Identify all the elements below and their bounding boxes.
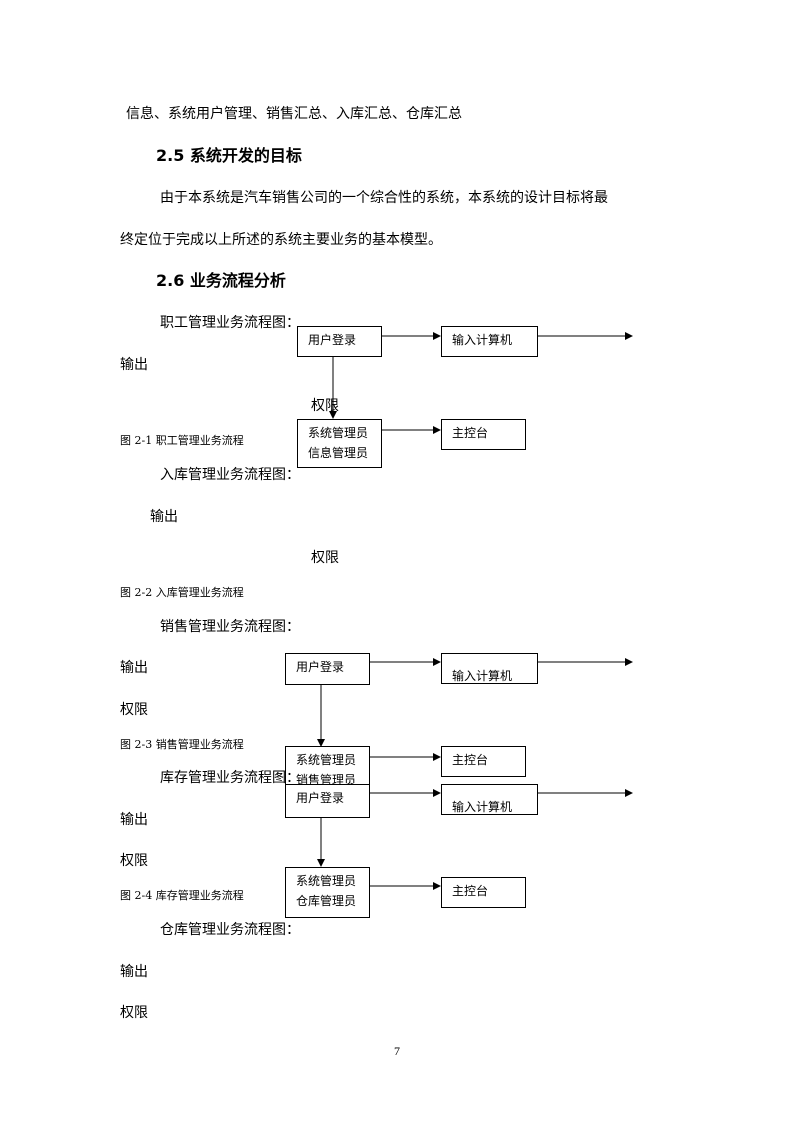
inventory-permission-label: 权限	[120, 853, 148, 869]
intro-line: 信息、系统用户管理、销售汇总、入库汇总、仓库汇总	[126, 106, 462, 122]
staff-flow-title: 职工管理业务流程图：	[160, 315, 300, 331]
input-computer-box: 输入计算机	[441, 326, 538, 357]
user-login-box: 用户登录	[297, 326, 382, 357]
staff-permission-label: 权限	[311, 398, 339, 414]
staff-output-label: 输出	[120, 357, 148, 373]
instock-permission-label: 权限	[311, 550, 339, 566]
page-number: 7	[394, 1044, 400, 1058]
input-computer-box: 输入计算机	[441, 653, 538, 684]
instock-output-label: 输出	[150, 509, 178, 525]
instock-flow-title: 入库管理业务流程图：	[160, 467, 300, 483]
admin-box: 系统管理员 销售管理员	[285, 746, 370, 785]
figure-2-3-caption: 图 2-3 销售管理业务流程	[120, 738, 244, 751]
inventory-flow-title: 库存管理业务流程图：	[160, 770, 300, 786]
info-admin-label: 信息管理员	[308, 446, 369, 460]
user-login-box: 用户登录	[285, 653, 370, 685]
sales-flow-title: 销售管理业务流程图：	[160, 619, 300, 635]
warehouse-flow-title: 仓库管理业务流程图：	[160, 922, 300, 938]
paragraph-line-2: 终定位于完成以上所述的系统主要业务的基本模型。	[120, 232, 442, 248]
inventory-output-label: 输出	[120, 812, 148, 828]
sales-permission-label: 权限	[120, 702, 148, 718]
console-box: 主控台	[441, 746, 526, 777]
paragraph-line-1: 由于本系统是汽车销售公司的一个综合性的系统，本系统的设计目标将最	[160, 190, 608, 206]
figure-2-4-caption: 图 2-4 库存管理业务流程	[120, 889, 244, 902]
input-computer-box: 输入计算机	[441, 784, 538, 815]
console-box: 主控台	[441, 877, 526, 908]
section-2-6-heading: 2.6 业务流程分析	[156, 271, 286, 290]
system-admin-label: 系统管理员	[296, 874, 357, 888]
sales-admin-label: 销售管理员	[296, 773, 357, 785]
console-box: 主控台	[441, 419, 526, 450]
system-admin-label: 系统管理员	[296, 753, 357, 767]
warehouse-output-label: 输出	[120, 964, 148, 980]
warehouse-admin-label: 仓库管理员	[296, 894, 357, 908]
figure-2-2-caption: 图 2-2 入库管理业务流程	[120, 586, 244, 599]
user-login-box: 用户登录	[285, 784, 370, 818]
section-2-5-heading: 2.5 系统开发的目标	[156, 146, 302, 165]
sales-output-label: 输出	[120, 660, 148, 676]
system-admin-label: 系统管理员	[308, 426, 369, 440]
admin-box: 系统管理员 信息管理员	[297, 419, 382, 468]
figure-2-1-caption: 图 2-1 职工管理业务流程	[120, 434, 244, 447]
warehouse-permission-label: 权限	[120, 1005, 148, 1021]
admin-box: 系统管理员 仓库管理员	[285, 867, 370, 918]
